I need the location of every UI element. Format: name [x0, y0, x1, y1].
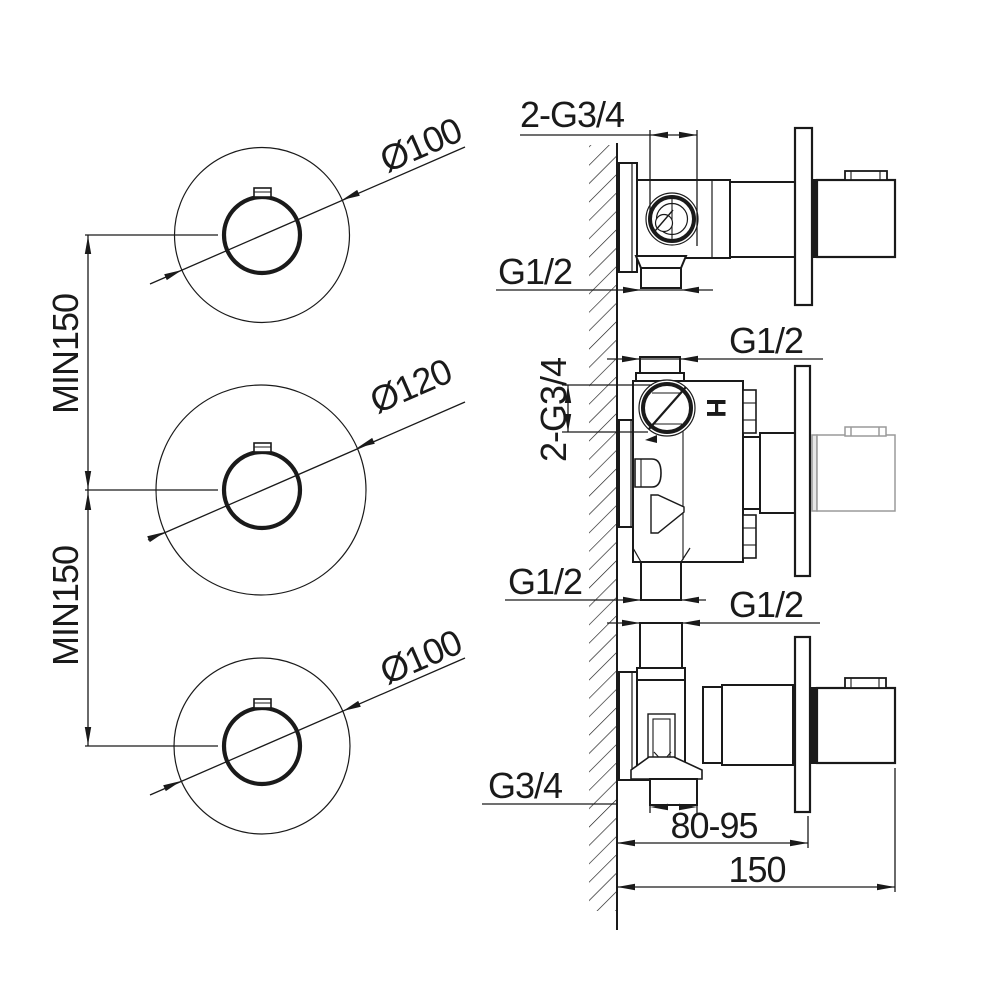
label-g12-middle-outlet: G1/2 — [508, 561, 582, 602]
cartridge-cylinder — [721, 684, 794, 766]
middle-valve: H — [618, 356, 896, 601]
inlet-collar — [635, 372, 685, 382]
leader-arrowheads — [163, 700, 361, 792]
label-2-g34-middle: 2-G3/4 — [533, 358, 574, 462]
valve-neck — [729, 181, 796, 258]
wall-plate — [618, 162, 638, 273]
handle-knob — [253, 698, 272, 709]
dim-middle-inlet: G1/2 — [607, 320, 823, 363]
dim-bottom-outlet: G3/4 — [482, 765, 698, 813]
dim-depth-80-95: 80-95 — [617, 805, 809, 848]
inlet-pipe-top — [639, 622, 683, 669]
dim-top-port: 2-G3/4 — [520, 94, 698, 246]
diverter-cone — [650, 494, 685, 534]
label-g12-top-outlet: G1/2 — [498, 251, 572, 292]
dim-overall-150: 150 — [617, 768, 896, 892]
leader-arrowheads — [147, 437, 375, 543]
dim-bottom-inlet: G1/2 — [607, 584, 820, 627]
side-view: 2-G3/4 G1/2 — [482, 94, 897, 930]
top-valve — [618, 126, 897, 307]
hot-marking: H — [701, 398, 731, 418]
diameter-label-middle: Ø120 — [364, 350, 457, 421]
dim-middle-outlet: G1/2 — [505, 561, 706, 604]
trim-plate-bottom: Ø100 — [149, 621, 467, 835]
cartridge-step — [702, 686, 723, 764]
handle-knob — [253, 187, 272, 198]
cartridge-step — [742, 436, 761, 510]
handle-knob-side — [844, 170, 888, 181]
hex-fitting-lower — [742, 514, 757, 559]
label-g12-middle-inlet: G1/2 — [729, 320, 803, 361]
plugged-port — [634, 458, 662, 488]
trim-plate-outer-circle — [173, 146, 351, 324]
dim-middle-port: 2-G3/4 — [533, 358, 652, 462]
handle-knob-side — [844, 677, 887, 689]
label-2-g34-top: 2-G3/4 — [520, 94, 624, 135]
diameter-label-top: Ø100 — [374, 109, 467, 180]
wall-plate — [618, 671, 638, 781]
dim-min150-group: MIN150 MIN150 — [45, 234, 218, 747]
trim-plate-outer-circle — [173, 657, 351, 835]
handle-knob — [253, 442, 272, 453]
label-80-95: 80-95 — [670, 805, 757, 846]
bottom-valve — [618, 622, 897, 814]
label-g12-bottom-inlet: G1/2 — [729, 584, 803, 625]
front-view: MIN150 MIN150 Ø100 — [45, 109, 467, 835]
trim-plate-outer-circle — [155, 384, 367, 596]
handle-side — [815, 178, 897, 259]
wall-plate — [618, 419, 637, 528]
handle-side — [815, 686, 897, 765]
min150-label-upper: MIN150 — [45, 294, 86, 414]
trim-plate-side — [793, 126, 814, 307]
dim-top-outlet: G1/2 — [496, 251, 713, 294]
trim-plate-side — [793, 364, 812, 578]
leader-arrowheads — [164, 189, 360, 281]
diameter-leader — [149, 146, 466, 285]
outlet-pipe — [640, 561, 682, 601]
port-opening — [638, 379, 696, 443]
outlet-pipe — [640, 267, 682, 289]
outlet-shoulder — [634, 255, 688, 269]
hex-fitting-upper — [742, 389, 757, 434]
body-cap — [636, 667, 686, 681]
cartridge-cylinder — [759, 432, 796, 514]
outlet-pipe — [649, 778, 698, 806]
label-g34-bottom: G3/4 — [488, 765, 562, 806]
diameter-label-bottom: Ø100 — [374, 621, 467, 692]
min150-label-lower: MIN150 — [45, 546, 86, 666]
diameter-leader — [149, 657, 466, 796]
trim-plate-side — [793, 635, 812, 814]
port-opening — [645, 192, 699, 246]
trim-plate-top: Ø100 — [149, 109, 467, 324]
handle-ghost — [811, 426, 896, 512]
diameter-leader — [147, 401, 466, 541]
trim-plate-middle: Ø120 — [147, 350, 466, 596]
arrowheads — [84, 236, 92, 745]
outlet-flange — [630, 756, 703, 780]
wall-section — [589, 143, 618, 930]
label-150: 150 — [728, 849, 785, 890]
wall-hatch — [589, 145, 617, 911]
